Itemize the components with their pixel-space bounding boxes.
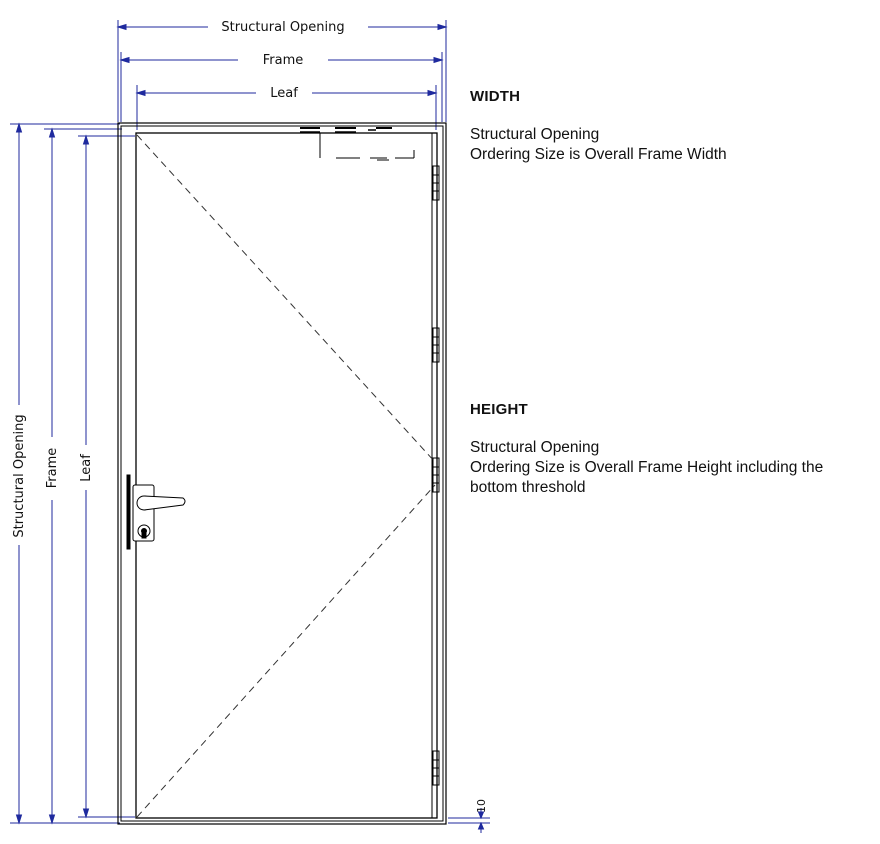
frame-width-label: Frame [263, 53, 304, 68]
width-note-line1: Structural Opening [470, 126, 600, 143]
door-closer [300, 127, 415, 161]
threshold-gap-dimension [448, 808, 490, 833]
door-leaf [135, 132, 438, 819]
hinges [432, 165, 440, 786]
structural-opening-height-line [15, 122, 23, 825]
leaf-height-label: Leaf [79, 454, 94, 482]
hinge-lower-middle [432, 457, 440, 493]
structural-opening-width-line [116, 23, 448, 31]
door-handle [126, 474, 186, 550]
height-heading: HEIGHT [470, 401, 528, 418]
door-frame [117, 122, 447, 825]
leaf-height-line [82, 134, 90, 819]
hinge-top [432, 165, 440, 201]
hinge-bottom [432, 750, 440, 786]
height-note-line1: Structural Opening [470, 439, 600, 456]
threshold-gap-label: 10 [475, 799, 488, 813]
hinge-upper-middle [432, 327, 440, 363]
height-note-line2: Ordering Size is Overall Frame Height in… [470, 459, 824, 496]
swing-indicator [136, 134, 436, 818]
frame-height-label: Frame [45, 448, 60, 489]
leaf-width-line [135, 89, 438, 97]
width-notes: WIDTH Structural Opening Ordering Size i… [470, 87, 727, 165]
width-note-line2: Ordering Size is Overall Frame Width [470, 146, 727, 163]
width-heading: WIDTH [470, 88, 521, 105]
height-dimensions [10, 122, 135, 825]
leaf-width-label: Leaf [270, 86, 298, 101]
frame-width-line [119, 56, 444, 64]
structural-opening-width-label: Structural Opening [221, 20, 344, 35]
width-dimensions [116, 20, 448, 130]
frame-height-line [48, 127, 56, 825]
structural-opening-height-label: Structural Opening [12, 414, 27, 537]
height-notes: HEIGHT Structural Opening Ordering Size … [470, 400, 870, 498]
